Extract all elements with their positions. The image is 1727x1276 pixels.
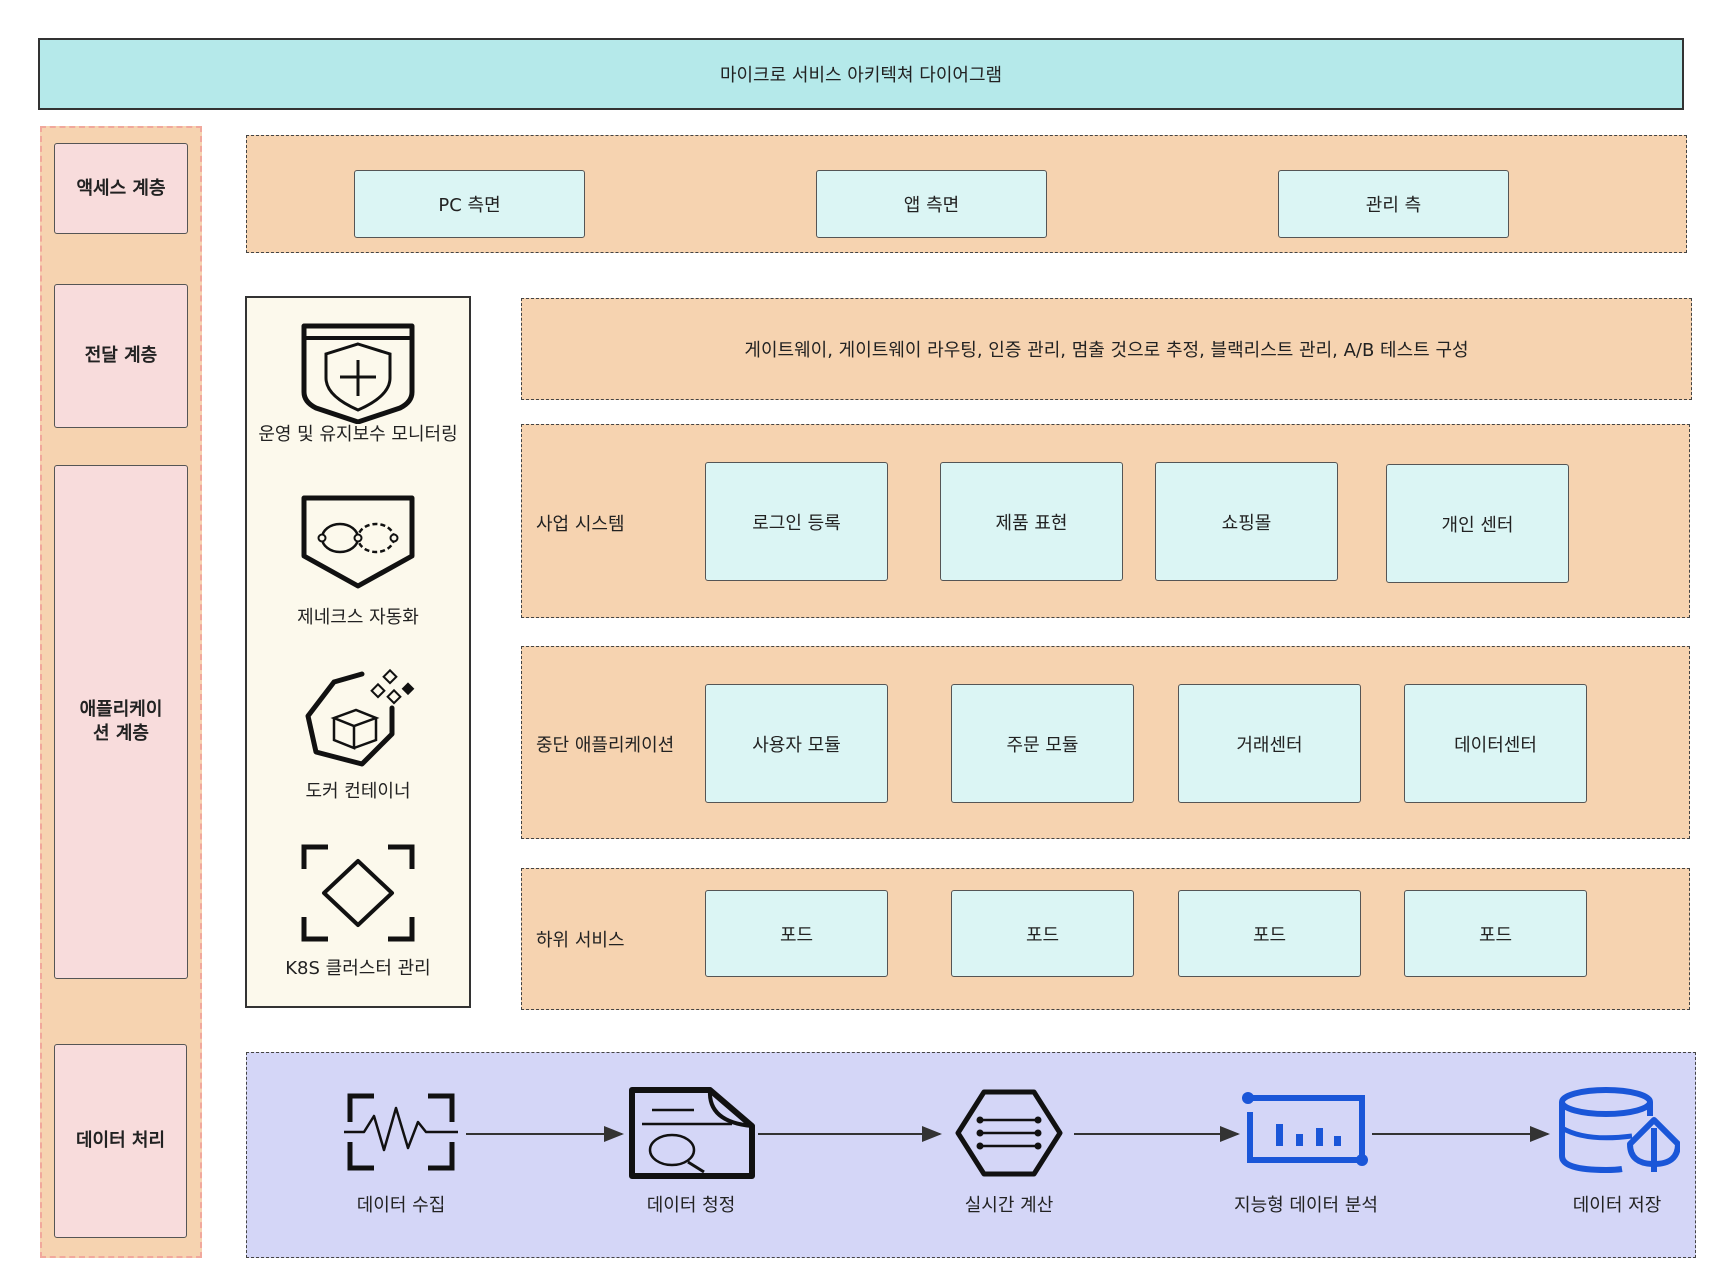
ops-docker-label: 도커 컨테이너 [305,781,411,802]
docker-container-icon [305,668,415,767]
flow-analysis-label: 지능형 데이터 분석 [1234,1195,1378,1216]
access-admin: 관리 측 [1278,170,1509,238]
business-item: 제품 표현 [940,462,1123,581]
infinity-loop-icon [301,495,415,589]
k8s-diamond-icon [301,844,415,942]
middle-item: 주문 모듈 [951,684,1134,803]
waveform-icon [344,1093,458,1171]
lower-label: 하위 서비스 [536,930,625,951]
access-app: 앱 측면 [816,170,1047,238]
flow-store-label: 데이터 저장 [1572,1195,1662,1216]
hexagon-circuit-icon [955,1089,1063,1177]
business-item: 로그인 등록 [705,462,888,581]
flow-realtime-label: 실시간 계산 [964,1195,1054,1216]
middle-item: 데이터센터 [1404,684,1587,803]
pod-item: 포드 [1178,890,1361,977]
shield-plus-icon [301,323,415,424]
layer-application: 애플리케이 션 계층 [54,465,188,979]
ops-monitoring-label: 운영 및 유지보수 모니터링 [258,424,458,445]
database-icon [1559,1087,1680,1174]
gateway-band: 게이트웨이, 게이트웨이 라우팅, 인증 관리, 멈출 것으로 추정, 블랙리스… [521,298,1692,400]
diagram-title: 마이크로 서비스 아키텍쳐 다이어그램 [38,38,1684,110]
middle-label: 중단 애플리케이션 [536,735,675,756]
layer-data: 데이터 처리 [54,1044,187,1238]
layer-delivery: 전달 계층 [54,284,188,428]
flow-clean-label: 데이터 청정 [646,1195,736,1216]
pod-item: 포드 [951,890,1134,977]
business-item: 개인 센터 [1386,464,1569,583]
middle-item: 거래센터 [1178,684,1361,803]
business-item: 쇼핑몰 [1155,462,1338,581]
document-search-icon [629,1087,755,1179]
ops-automation-label: 제네크스 자동화 [297,607,419,628]
bar-analytics-icon [1242,1092,1368,1166]
business-label: 사업 시스템 [536,514,625,535]
layer-access: 액세스 계층 [54,143,188,234]
flow-collect-label: 데이터 수집 [356,1195,446,1216]
pod-item: 포드 [705,890,888,977]
pod-item: 포드 [1404,890,1587,977]
ops-panel [245,296,471,1008]
middle-item: 사용자 모듈 [705,684,888,803]
access-pc: PC 측면 [354,170,585,238]
ops-k8s-label: K8S 클러스터 관리 [285,958,431,979]
